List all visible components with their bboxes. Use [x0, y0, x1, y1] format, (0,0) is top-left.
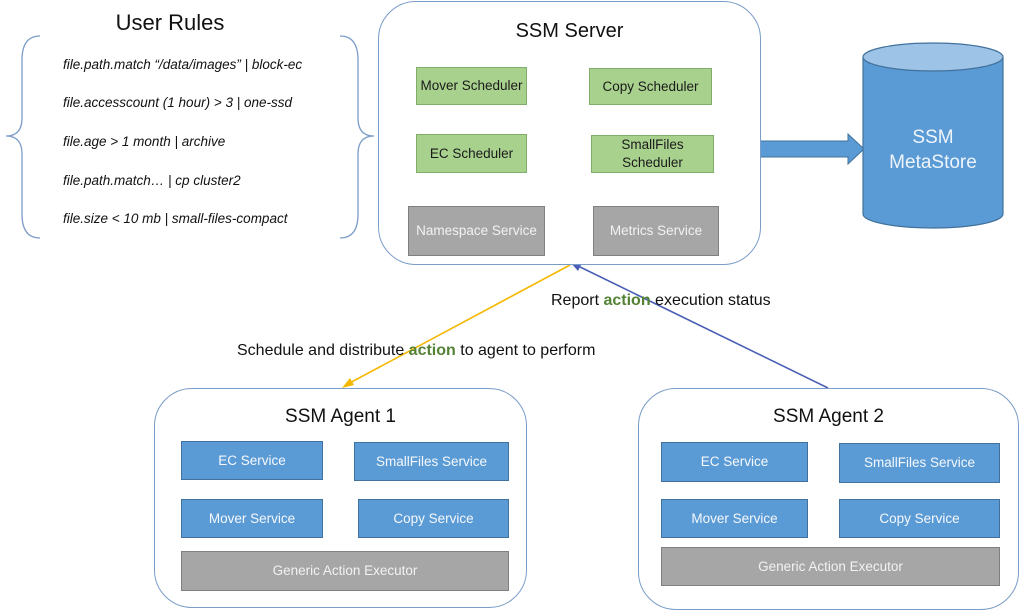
left-brace [5, 35, 41, 239]
agent-2-copy-service: Copy Service [839, 499, 1000, 538]
metastore-label-line2: MetaStore [889, 152, 977, 173]
report-label-before: Report [551, 292, 604, 309]
agent-1-copy-service: Copy Service [358, 499, 509, 538]
metastore-label-line1: SSM [912, 127, 954, 148]
ssm-agent-1-title: SSM Agent 1 [285, 406, 396, 427]
rule-item: file.accesscount (1 hour) > 3 | one-ssd [63, 95, 292, 110]
schedule-label-after: to agent to perform [455, 342, 596, 359]
agent-1-smallfiles-service: SmallFiles Service [354, 442, 509, 481]
rule-item: file.path.match “/data/images” | block-e… [63, 57, 303, 72]
rule-item: file.age > 1 month | archive [63, 134, 226, 149]
agent-2-ec-service: EC Service [661, 442, 808, 482]
metastore-cylinder [862, 42, 1004, 229]
mover-scheduler: Mover Scheduler [416, 67, 527, 105]
schedule-distribute-label: Schedule and distribute action to agent … [237, 342, 595, 360]
ec-scheduler: EC Scheduler [416, 134, 527, 173]
schedule-arrow [345, 264, 571, 386]
metastore-arrow [759, 132, 865, 166]
agent-2-generic-action-executor: Generic Action Executor [661, 547, 1000, 586]
report-label-action: action [603, 292, 651, 309]
agent-1-ec-service: EC Service [181, 441, 323, 480]
rule-item: file.path.match… | cp cluster2 [63, 173, 241, 188]
agent-1-mover-service: Mover Service [181, 499, 323, 538]
schedule-label-action: action [408, 342, 456, 359]
report-label-after: execution status [650, 292, 771, 309]
metrics-service: Metrics Service [593, 206, 719, 256]
schedule-arrowhead [342, 378, 354, 388]
right-brace [339, 35, 375, 239]
smallfiles-scheduler: SmallFiles Scheduler [591, 135, 714, 173]
agent-2-mover-service: Mover Service [661, 499, 808, 538]
ssm-server-title: SSM Server [515, 20, 624, 42]
report-status-label: Report action execution status [551, 292, 771, 310]
schedule-label-before: Schedule and distribute [237, 342, 409, 359]
report-arrow [575, 264, 829, 389]
copy-scheduler: Copy Scheduler [589, 68, 712, 105]
rule-item: file.size < 10 mb | small-files-compact [63, 211, 288, 226]
agent-2-smallfiles-service: SmallFiles Service [839, 443, 1000, 483]
user-rules-title: User Rules [115, 10, 225, 35]
namespace-service: Namespace Service [408, 206, 545, 256]
metastore-label: SSM MetaStore [862, 125, 1004, 175]
report-arrowhead [571, 263, 582, 271]
ssm-agent-2-title: SSM Agent 2 [773, 406, 884, 427]
agent-1-generic-action-executor: Generic Action Executor [181, 551, 509, 591]
